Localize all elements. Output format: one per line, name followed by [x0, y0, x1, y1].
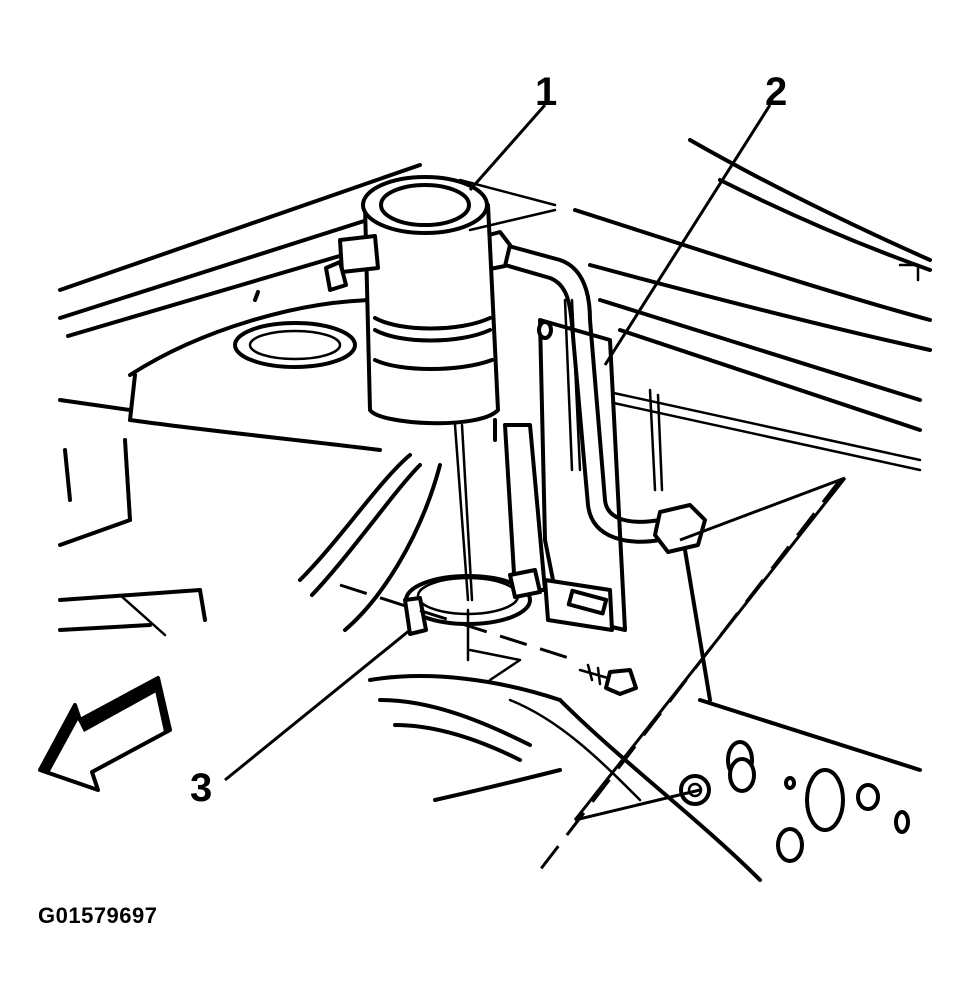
mounting-clamp [403, 423, 542, 662]
callout-3-label: 3 [190, 766, 213, 810]
callout-2-label: 2 [765, 70, 788, 114]
clamp-bolt [578, 663, 638, 696]
forward-arrow-icon [38, 676, 172, 792]
callout-1-label: 1 [535, 70, 558, 114]
accumulator-canister [324, 175, 557, 426]
leader-lines [224, 104, 847, 822]
engine-compartment-linework [58, 138, 932, 882]
mounting-bracket [493, 298, 664, 632]
figure-id: G01579697 [38, 903, 158, 928]
